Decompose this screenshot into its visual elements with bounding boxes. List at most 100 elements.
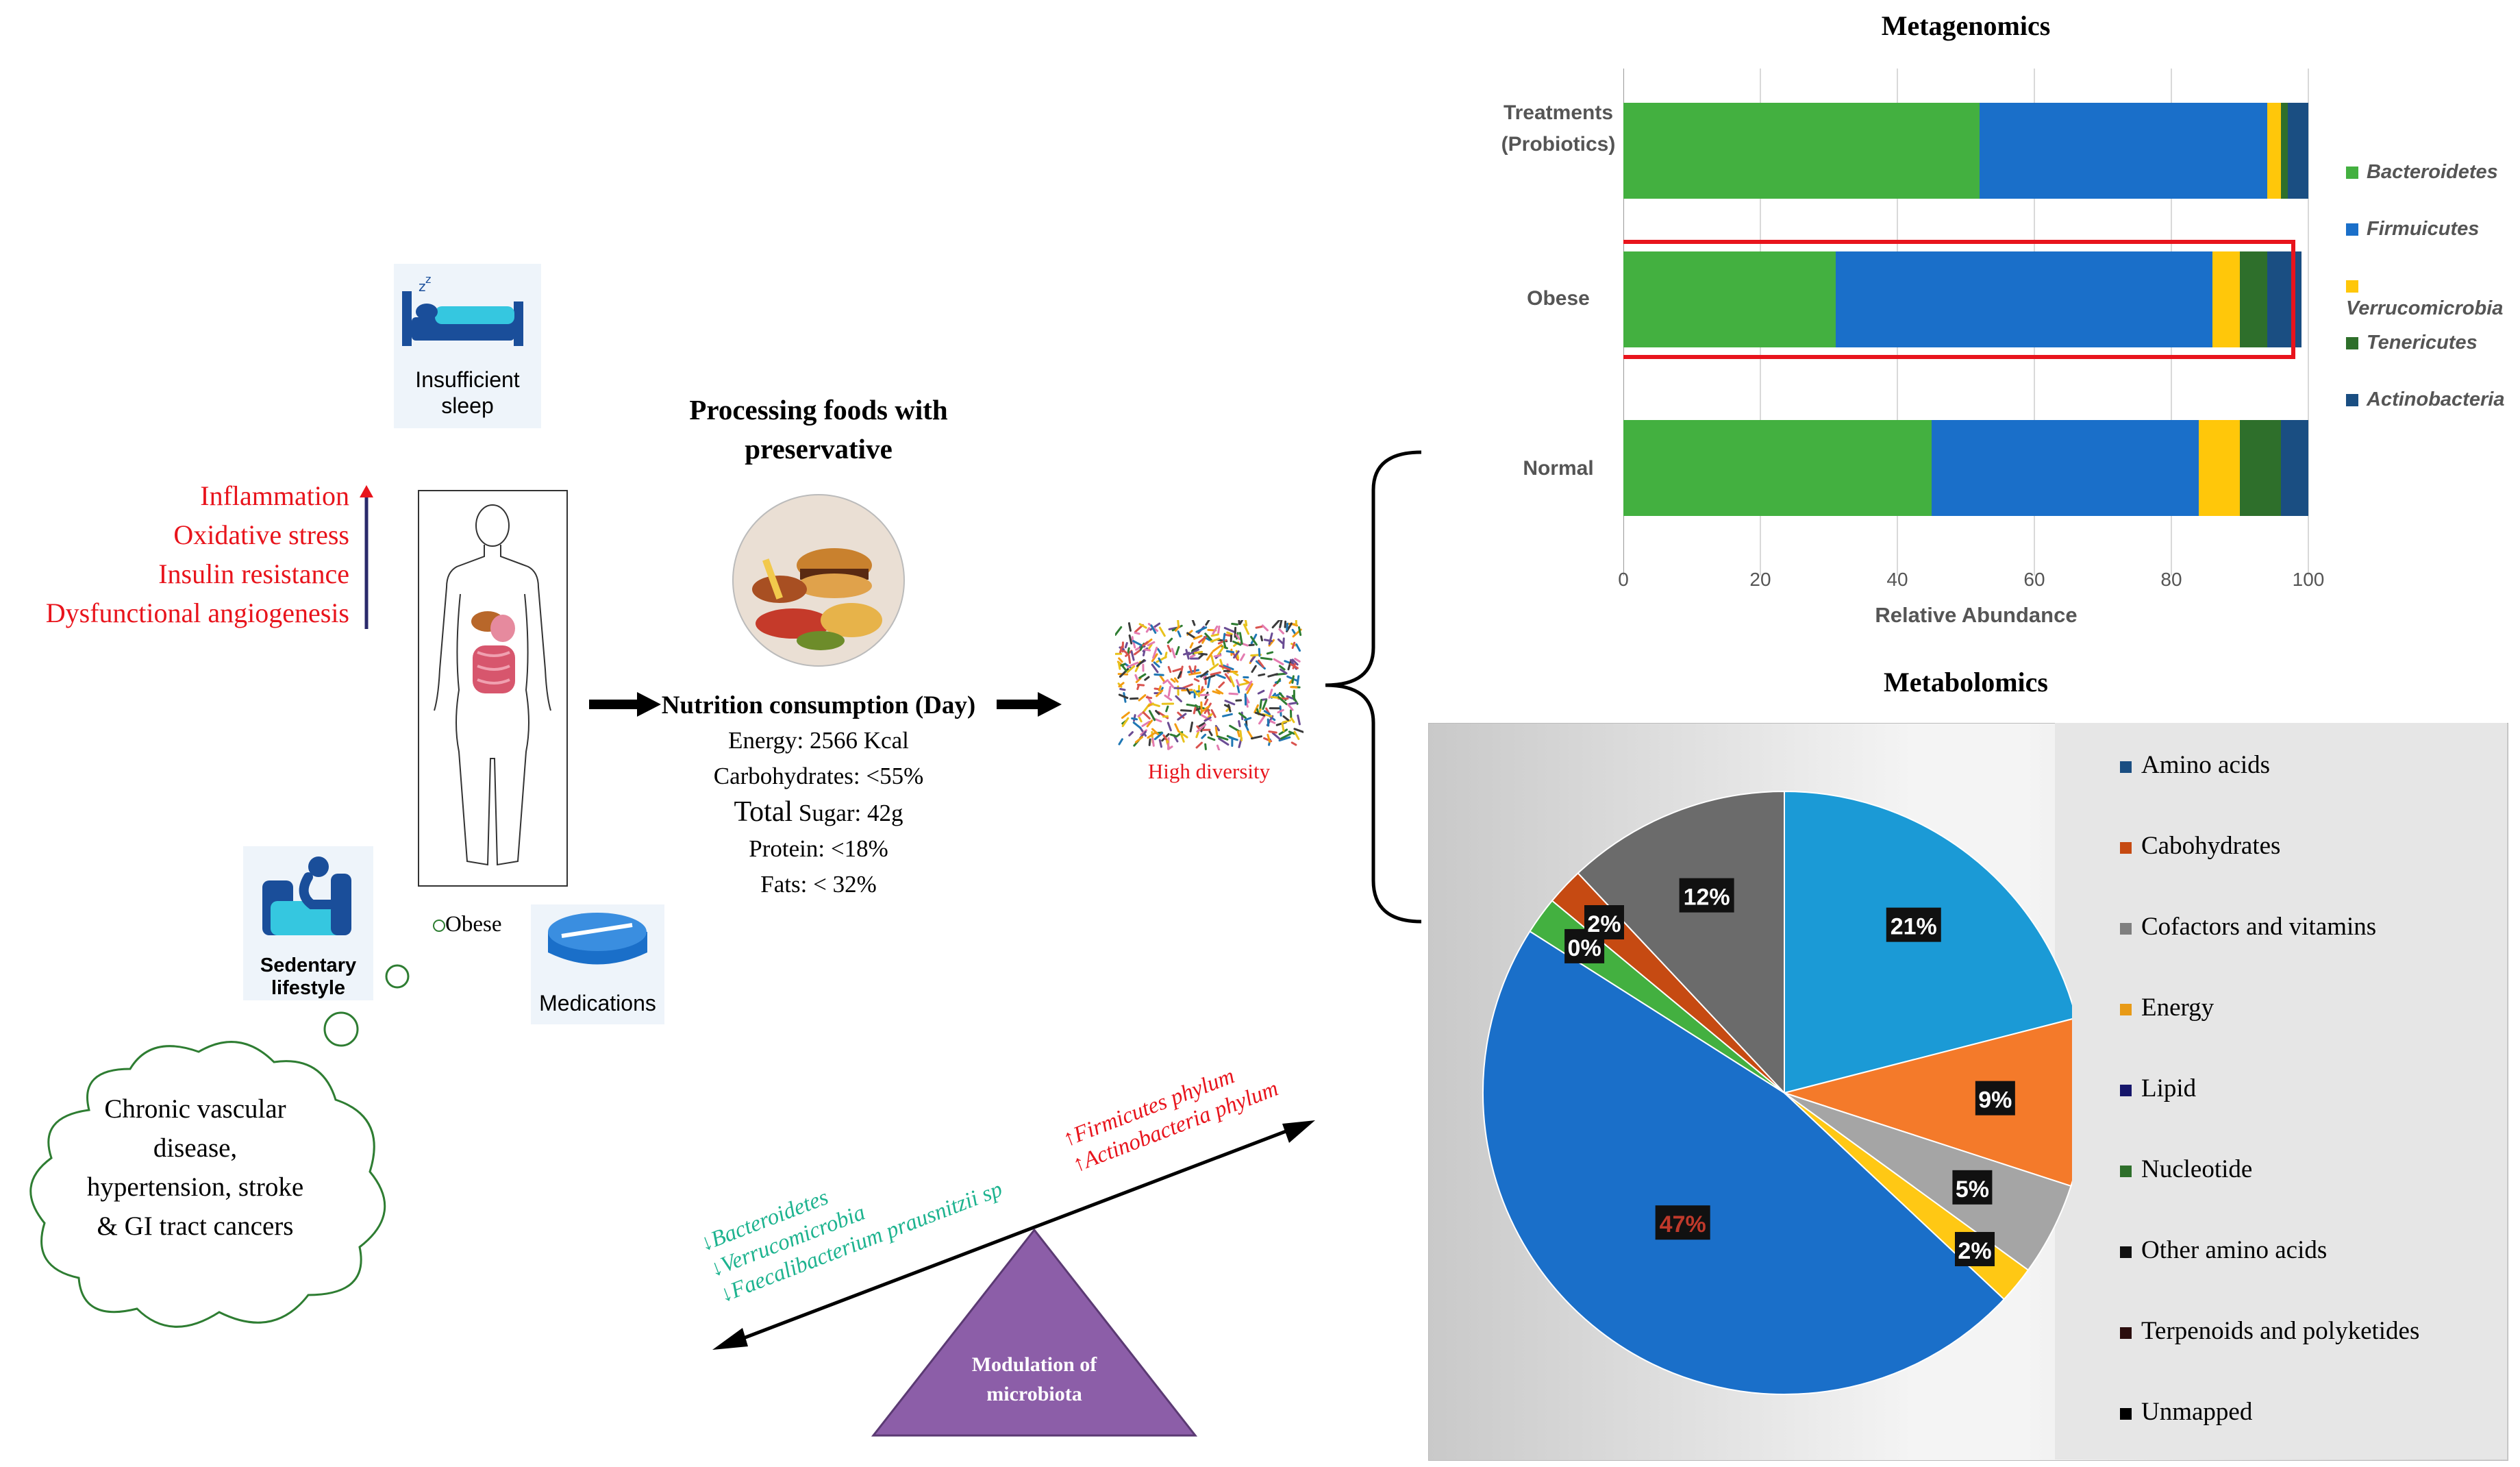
legend-swatch [2346,167,2358,180]
bacteria-speck [1144,676,1150,681]
sedentary-lifestyle-panel: Sedentary lifestyle [243,846,373,1000]
nutrition-protein: Protein: <18% [749,835,888,862]
bacteria-speck [1214,726,1219,737]
bacteria-speck [1153,732,1164,741]
bacteria-speck [1162,679,1169,685]
bacteria-speck [1228,736,1238,741]
bacteria-speck [1199,688,1206,694]
pie-legend-item: Energy [2120,993,2214,1022]
bacteria-speck [1222,664,1234,671]
pie-slice-amino-acids [1784,790,2072,1094]
bar-segment-actinobacteria [2281,420,2308,516]
bacteria-speck [1127,622,1132,632]
bacteria-speck [1223,626,1235,633]
nutrition-sugar: Total Sugar: 42g [658,794,980,831]
bacteria-speck [1210,708,1217,718]
bacteria-speck [1228,692,1238,695]
bacteria-speck [1259,699,1262,711]
bar-segment-verrucomicrobia [2212,251,2240,347]
bacteria-speck [1217,639,1227,645]
high-diversity-label: High diversity [1147,759,1271,783]
bacteria-speck [1134,650,1140,656]
bacteria-speck [1210,654,1215,666]
bacteria-speck [1159,674,1166,683]
pie-legend-item: Cabohydrates [2120,831,2280,861]
legend-label: Other amino acids [2141,1236,2328,1264]
pie-data-label: 5% [1956,1176,1989,1203]
bacteria-speck [1137,712,1143,717]
bar-segment-actinobacteria [2288,103,2308,199]
risk-insulin-resistance: Insulin resistance [158,558,349,589]
fast-food-image-icon [732,494,905,667]
bacteria-speck [1151,653,1158,663]
bacteria-speck [1224,700,1236,706]
pie-data-label: 2% [1958,1238,1991,1264]
metabolomics-title: Metabolomics [1884,667,2048,698]
bacteria-speck [1167,722,1172,732]
bacteria-speck [1238,712,1247,719]
bacteria-speck [1236,679,1240,687]
legend-swatch [2346,394,2358,407]
pie-data-label: 0% [1568,935,1601,961]
bacteria-speck [1225,650,1235,654]
bacteria-speck [1167,644,1172,652]
obese-label-row: Obese [433,912,501,937]
obese-label: Obese [445,912,502,937]
bacteria-speck [1286,695,1295,700]
bacteria-speck [1121,711,1130,719]
food-title: Processing foods with preservative [689,394,948,465]
bacteria-speck [1200,670,1209,678]
bacteria-speck [1260,656,1273,661]
insufficient-sleep-label: Insufficient sleep [415,367,520,418]
bacteria-speck [1126,665,1136,674]
legend-label: Actinobacteria [2367,389,2505,410]
bacteria-speck [1196,724,1207,732]
bacteria-speck [1277,708,1284,714]
bacteria-speck [1232,640,1242,646]
bacteria-speck [1121,664,1128,673]
legend-swatch [2346,280,2358,293]
bacteria-speck [1296,675,1300,686]
nutrition-fats: Fats: < 32% [760,871,877,898]
microbiota-diversity-image [1115,620,1303,750]
bacteria-speck [1229,676,1235,687]
pie-slice-lipid [1482,930,2006,1395]
bacteria-speck [1174,625,1180,632]
bacteria-speck [1151,663,1159,674]
pie-slice-terpenoids-and-polyketides [1577,790,1785,1095]
bacteria-speck [1297,714,1301,726]
risk-inflammation: Inflammation [200,480,349,511]
bacteria-speck [1281,722,1285,732]
legend-swatch [2120,1408,2132,1420]
bar-category-treatments: Treatments (Probiotics) [1501,101,1616,156]
risk-factor-list: Inflammation Oxidative stress Insulin re… [0,476,349,632]
x-tick-label: 0 [1618,569,1629,590]
bacteria-speck [1151,703,1160,707]
human-body-icon [434,504,551,866]
bacteria-speck [1214,725,1220,732]
bacteria-speck [1218,681,1225,689]
legend-tenericutes: Tenericutes [2346,332,2478,354]
legend-swatch [2120,1004,2132,1016]
bacteria-speck [1218,737,1230,746]
bacteria-speck [1127,661,1139,668]
bacteria-speck [1173,677,1179,683]
bacteria-speck [1291,658,1299,666]
bacteria-speck [1123,650,1129,655]
bacteria-speck [1237,682,1249,687]
risk-dysfunctional-angiogenesis: Dysfunctional angiogenesis [45,597,349,628]
bacteria-speck [1192,645,1202,652]
pie-legend-item: Terpenoids and polyketides [2120,1316,2419,1346]
bacteria-speck [1236,730,1240,738]
insufficient-sleep-panel: z z Insufficient sleep [394,264,541,428]
bacteria-speck [1121,717,1130,728]
bar-segment-firmuicutes [1836,251,2212,347]
legend-swatch [2346,337,2358,350]
bacteria-speck [1262,699,1268,711]
bacteria-speck [1165,705,1169,713]
bacteria-speck [1278,628,1284,634]
bacteria-speck [1135,677,1142,683]
pie-legend-item: Nucleotide [2120,1155,2252,1184]
bacteria-speck [1250,636,1258,646]
bacteria-speck [1191,620,1196,626]
